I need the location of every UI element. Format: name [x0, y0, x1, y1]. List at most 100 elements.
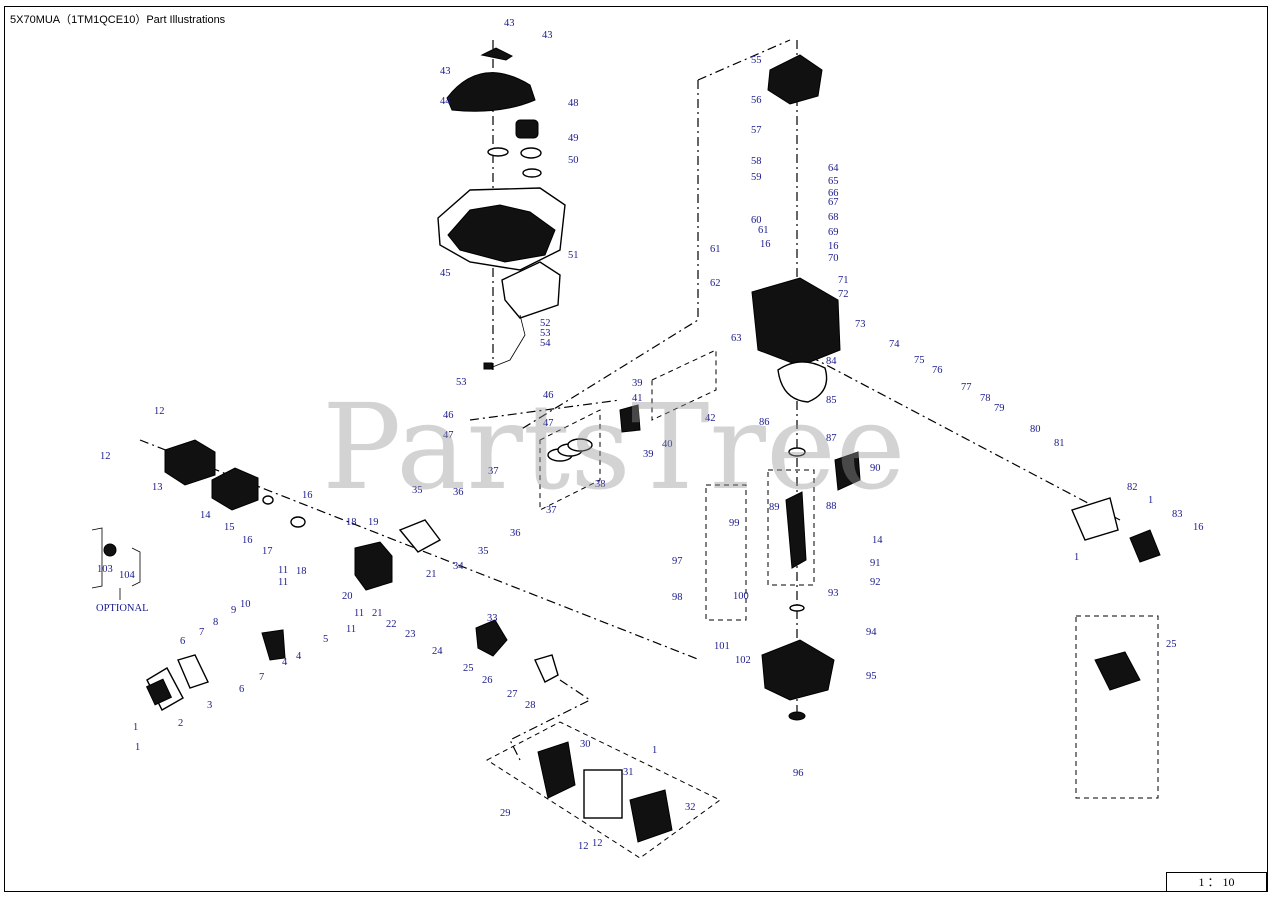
callout-12: 12: [154, 406, 165, 417]
callout-69: 69: [828, 227, 839, 238]
callout-67: 67: [828, 197, 839, 208]
callout-labels: 43 43 43 44 48 49 50 45 51 52 53 54 53 4…: [96, 18, 1204, 852]
callout-40: 40: [662, 439, 673, 450]
callout-98: 98: [672, 592, 683, 603]
scale-label: 1 ： 10: [1166, 872, 1267, 892]
callout-2: 2: [178, 718, 183, 729]
callout-41: 41: [632, 393, 643, 404]
callout-18: 18: [296, 566, 307, 577]
callout-56: 56: [751, 95, 762, 106]
callout-35: 35: [478, 546, 489, 557]
carburetor-detail: [1094, 651, 1141, 691]
callout-7: 7: [199, 627, 204, 638]
callout-1: 1: [133, 722, 138, 733]
callout-1: 1: [1074, 552, 1079, 563]
callout-71: 71: [838, 275, 849, 286]
callout-91: 91: [870, 558, 881, 569]
callout-16: 16: [828, 241, 839, 252]
drawing-frame: [4, 6, 1268, 892]
callout-86: 86: [759, 417, 770, 428]
callout-93: 93: [828, 588, 839, 599]
callout-30: 30: [580, 739, 591, 750]
callout-49: 49: [568, 133, 579, 144]
callout-14: 14: [872, 535, 883, 546]
callout-99: 99: [729, 518, 740, 529]
callout-36: 36: [453, 487, 464, 498]
muffler-group: [145, 439, 559, 711]
callout-14: 14: [200, 510, 211, 521]
callout-21: 21: [426, 569, 437, 580]
callout-1: 1: [652, 745, 657, 756]
callout-39: 39: [643, 449, 654, 460]
muffler-heat-shield: [211, 467, 259, 511]
callout-65: 65: [828, 176, 839, 187]
callout-75: 75: [914, 355, 925, 366]
callout-20: 20: [342, 591, 353, 602]
callout-78: 78: [980, 393, 991, 404]
callout-97: 97: [672, 556, 683, 567]
callout-63: 63: [731, 333, 742, 344]
callout-100: 100: [733, 591, 749, 602]
muffler: [164, 439, 216, 486]
callout-55: 55: [751, 55, 762, 66]
callout-5: 5: [323, 634, 328, 645]
engine-block-group: [539, 54, 1161, 799]
callout-6: 6: [180, 636, 185, 647]
callout-101: 101: [714, 641, 730, 652]
callout-59: 59: [751, 172, 762, 183]
callout-29: 29: [500, 808, 511, 819]
callout-103: 103: [97, 564, 113, 575]
starter-pulley: [515, 119, 539, 139]
callout-47: 47: [543, 418, 554, 429]
callout-43: 43: [504, 18, 515, 29]
callout-90: 90: [870, 463, 881, 474]
callout-38: 38: [595, 479, 606, 490]
callout-70: 70: [828, 253, 839, 264]
starter-cover-group: [437, 47, 566, 370]
callout-82: 82: [1127, 482, 1138, 493]
callout-45: 45: [440, 268, 451, 279]
callout-15: 15: [224, 522, 235, 533]
cover-plate: [1071, 497, 1119, 541]
callout-62: 62: [710, 278, 721, 289]
callout-11: 11: [354, 608, 364, 619]
callout-16: 16: [242, 535, 253, 546]
callout-27: 27: [507, 689, 518, 700]
callout-88: 88: [826, 501, 837, 512]
air-cleaner-group: [486, 721, 721, 859]
callout-85: 85: [826, 395, 837, 406]
callout-8: 8: [213, 617, 218, 628]
callout-50: 50: [568, 155, 579, 166]
callout-57: 57: [751, 125, 762, 136]
cylinder: [354, 541, 393, 591]
callout-54: 54: [540, 338, 551, 349]
callout-80: 80: [1030, 424, 1041, 435]
carburetor: [475, 619, 508, 657]
callout-9: 9: [231, 605, 236, 616]
callout-11: 11: [278, 577, 288, 588]
callout-48: 48: [568, 98, 579, 109]
callout-39: 39: [632, 378, 643, 389]
callout-1: 1: [135, 742, 140, 753]
flywheel-fan: [767, 54, 823, 105]
piston: [619, 404, 641, 433]
callout-6: 6: [239, 684, 244, 695]
callout-66: 66: [828, 188, 839, 199]
piston-rings: [547, 438, 593, 462]
callout-19: 19: [368, 517, 379, 528]
air-cleaner-cover: [629, 789, 673, 843]
engine-cover-shading: [447, 204, 556, 263]
callout-61: 61: [758, 225, 769, 236]
callout-18: 18: [346, 517, 357, 528]
callout-17: 17: [262, 546, 273, 557]
callout-25: 25: [1166, 639, 1177, 650]
callout-44: 44: [440, 96, 451, 107]
callout-1: 1: [1148, 495, 1153, 506]
crankshaft: [785, 491, 807, 569]
callout-12: 12: [578, 841, 589, 852]
callout-24: 24: [432, 646, 443, 657]
callout-12: 12: [100, 451, 111, 462]
callout-79: 79: [994, 403, 1005, 414]
callout-95: 95: [866, 671, 877, 682]
callout-34: 34: [453, 561, 464, 572]
